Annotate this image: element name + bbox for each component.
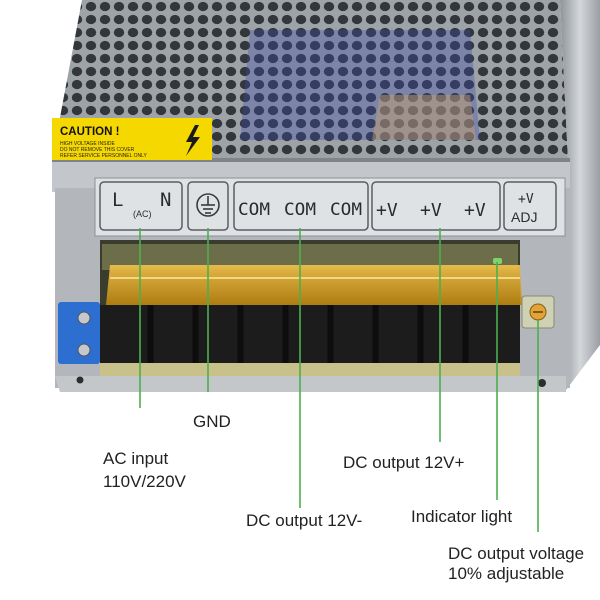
label-com-3: COM [330, 200, 362, 220]
terminal-divider [372, 305, 379, 363]
dc-output-plus-label: DC output 12V+ [343, 453, 465, 472]
label-l: L [112, 189, 123, 211]
caution-sticker [52, 118, 212, 160]
ac-label-box [99, 181, 183, 231]
terminal-divider [417, 305, 424, 363]
lightning-icon [186, 125, 200, 156]
caution-title: CAUTION ! [60, 126, 119, 138]
label-plus-v-3: +V [464, 200, 486, 221]
terminal-divider [237, 305, 244, 363]
label-plus-v-2: +V [420, 200, 442, 221]
callout-lines [139, 228, 539, 532]
terminal-divider [192, 305, 199, 363]
indicator-light-label: Indicator light [411, 507, 513, 526]
plus-v-label-box [371, 181, 501, 231]
caution-line-2: DO NOT REMOVE THIS COVER [60, 147, 135, 153]
label-com-1: COM [238, 200, 270, 220]
label-plus-v-1: +V [376, 200, 398, 221]
terminal-divider [327, 305, 334, 363]
label-ac: (AC) [133, 209, 152, 219]
terminal-cover [106, 265, 522, 305]
mounting-bracket [58, 302, 100, 364]
adj-label-box [503, 181, 557, 231]
terminal-divider [282, 305, 289, 363]
label-n: N [160, 189, 171, 211]
terminal-label-text: L (AC) N COM COM COM +V +V +V +V ADJ [112, 189, 537, 225]
terminal-dividers [147, 305, 469, 363]
ground-icon [196, 193, 220, 217]
gnd-label: GND [193, 412, 231, 431]
caution-line-3: REFER SERVICE PERSONNEL ONLY [60, 153, 148, 159]
adjust-label: DC output voltage [448, 544, 585, 563]
terminal-divider [147, 305, 154, 363]
label-adj-top: +V [518, 192, 534, 207]
indicator-light [493, 258, 502, 264]
dc-output-minus-label: DC output 12V- [246, 511, 363, 530]
caution-line-1: HIGH VOLTAGE INSIDE [60, 141, 115, 147]
terminal-divider [462, 305, 469, 363]
ac-input-label: AC input [103, 449, 169, 468]
label-com-2: COM [284, 200, 316, 220]
adjust-percent-label: 10% adjustable [448, 564, 565, 583]
com-label-box [233, 181, 369, 231]
terminal-block [100, 305, 520, 363]
label-adj-bottom: ADJ [511, 209, 537, 225]
ac-input-voltage-label: 110V/220V [103, 472, 186, 491]
